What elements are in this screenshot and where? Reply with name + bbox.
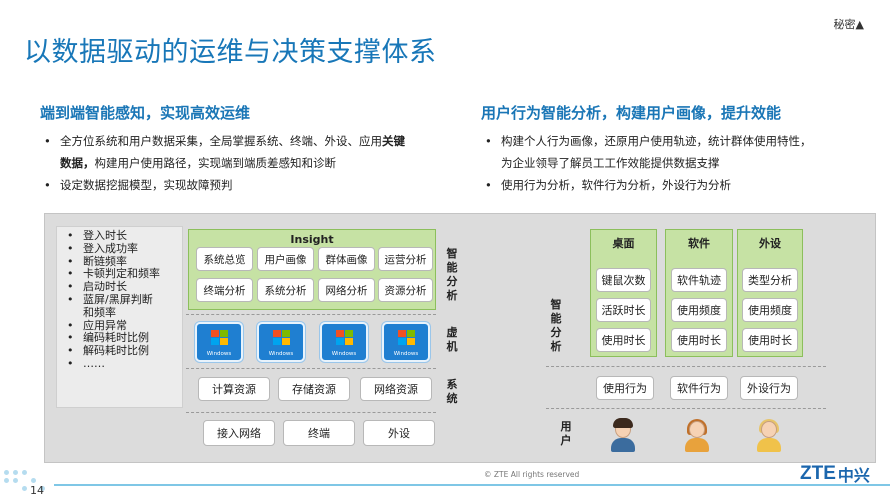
user-male-icon bbox=[609, 418, 637, 452]
access-terminal[interactable]: 终端 bbox=[283, 420, 355, 446]
desktop-item[interactable]: 使用时长 bbox=[596, 328, 651, 352]
desktop-item[interactable]: 活跃时长 bbox=[596, 298, 651, 322]
page-number: 14 bbox=[30, 484, 44, 497]
layer-label-user: 用户 bbox=[560, 420, 572, 447]
software-item[interactable]: 使用时长 bbox=[671, 328, 727, 352]
windows-vm-icon: Windows bbox=[320, 322, 368, 362]
software-item[interactable]: 使用频度 bbox=[671, 298, 727, 322]
behavior-usage[interactable]: 使用行为 bbox=[596, 376, 654, 400]
footer-decoration bbox=[0, 466, 52, 500]
left-bullet-list: 全方位系统和用户数据采集，全局掌握系统、终端、外设、应用关键数据，构建用户使用路… bbox=[40, 130, 460, 196]
separator bbox=[546, 366, 826, 367]
windows-vm-icon: Windows bbox=[195, 322, 243, 362]
resource-compute[interactable]: 计算资源 bbox=[198, 377, 270, 401]
separator bbox=[186, 314, 436, 315]
metric-item: 编码耗时比例 bbox=[65, 332, 182, 345]
metric-item: 解码耗时比例 bbox=[65, 344, 182, 358]
resource-network[interactable]: 网络资源 bbox=[360, 377, 432, 401]
software-item[interactable]: 软件轨迹 bbox=[671, 268, 727, 292]
separator bbox=[546, 408, 826, 409]
layer-label-system: 系统 bbox=[446, 378, 458, 405]
behavior-peripheral[interactable]: 外设行为 bbox=[740, 376, 798, 400]
metric-item: 启动时长 bbox=[65, 280, 182, 294]
windows-vm-icon: Windows bbox=[257, 322, 305, 362]
access-network[interactable]: 接入网络 bbox=[203, 420, 275, 446]
metric-item: 登入成功率 bbox=[65, 242, 182, 256]
peripheral-item[interactable]: 类型分析 bbox=[742, 268, 798, 292]
user-blonde-icon bbox=[755, 418, 783, 452]
copyright-text: © ZTE All rights reserved bbox=[484, 470, 580, 479]
right-bullet-list: 构建个人行为画像，还原用户使用轨迹，统计群体使用特性，为企业领导了解员工工作效能… bbox=[481, 130, 881, 196]
desktop-item[interactable]: 键鼠次数 bbox=[596, 268, 651, 292]
separator bbox=[186, 368, 436, 369]
insight-item[interactable]: 系统分析 bbox=[257, 278, 314, 302]
metric-item: 蓝屏/黑屏判断 bbox=[65, 293, 182, 307]
page-title: 以数据驱动的运维与决策支撑体系 bbox=[24, 37, 437, 68]
footer-line bbox=[54, 484, 890, 486]
insight-item[interactable]: 资源分析 bbox=[378, 278, 433, 302]
insight-item[interactable]: 用户画像 bbox=[257, 247, 314, 271]
insight-item[interactable]: 系统总览 bbox=[196, 247, 253, 271]
insight-item[interactable]: 网络分析 bbox=[318, 278, 375, 302]
behavior-software[interactable]: 软件行为 bbox=[670, 376, 728, 400]
right-section-heading: 用户行为智能分析，构建用户画像，提升效能 bbox=[481, 104, 782, 122]
insight-title: Insight bbox=[290, 233, 334, 246]
left-section-heading: 端到端智能感知，实现高效运维 bbox=[40, 104, 251, 122]
metric-item-continued: 和频率 bbox=[83, 305, 116, 319]
user-female-icon bbox=[683, 418, 711, 452]
layer-label-vm: 虚机 bbox=[446, 326, 458, 353]
resource-storage[interactable]: 存储资源 bbox=[278, 377, 350, 401]
left-bullet-1: 全方位系统和用户数据采集，全局掌握系统、终端、外设、应用关键数据，构建用户使用路… bbox=[40, 130, 460, 174]
right-analysis-label: 智能分析 bbox=[550, 298, 562, 353]
confidential-mark: 秘密▲ bbox=[833, 18, 864, 31]
right-bullet-1: 构建个人行为画像，还原用户使用轨迹，统计群体使用特性，为企业领导了解员工工作效能… bbox=[481, 130, 881, 174]
insight-item[interactable]: 终端分析 bbox=[196, 278, 253, 302]
right-bullet-2: 使用行为分析，软件行为分析，外设行为分析 bbox=[481, 174, 881, 196]
peripheral-item[interactable]: 使用时长 bbox=[742, 328, 798, 352]
access-peripheral[interactable]: 外设 bbox=[363, 420, 435, 446]
insight-item[interactable]: 群体画像 bbox=[318, 247, 375, 271]
metric-item: 卡顿判定和频率 bbox=[65, 268, 182, 281]
insight-item[interactable]: 运营分析 bbox=[378, 247, 433, 271]
metric-item: 登入时长 bbox=[65, 229, 182, 243]
metric-item: …… bbox=[65, 357, 182, 371]
zte-logo: ZTE 中兴 bbox=[800, 463, 870, 485]
left-bullet-2: 设定数据挖掘模型，实现故障预判 bbox=[40, 174, 460, 196]
metric-item: 断链频率 bbox=[65, 255, 182, 269]
metric-item: 应用异常 bbox=[65, 319, 182, 333]
peripheral-item[interactable]: 使用频度 bbox=[742, 298, 798, 322]
layer-label-analysis: 智能分析 bbox=[446, 247, 458, 302]
windows-vm-icon: Windows bbox=[382, 322, 430, 362]
separator bbox=[186, 412, 436, 413]
metrics-panel: 登入时长 登入成功率 断链频率 卡顿判定和频率 启动时长 蓝屏/黑屏判断 和频率… bbox=[56, 226, 183, 408]
